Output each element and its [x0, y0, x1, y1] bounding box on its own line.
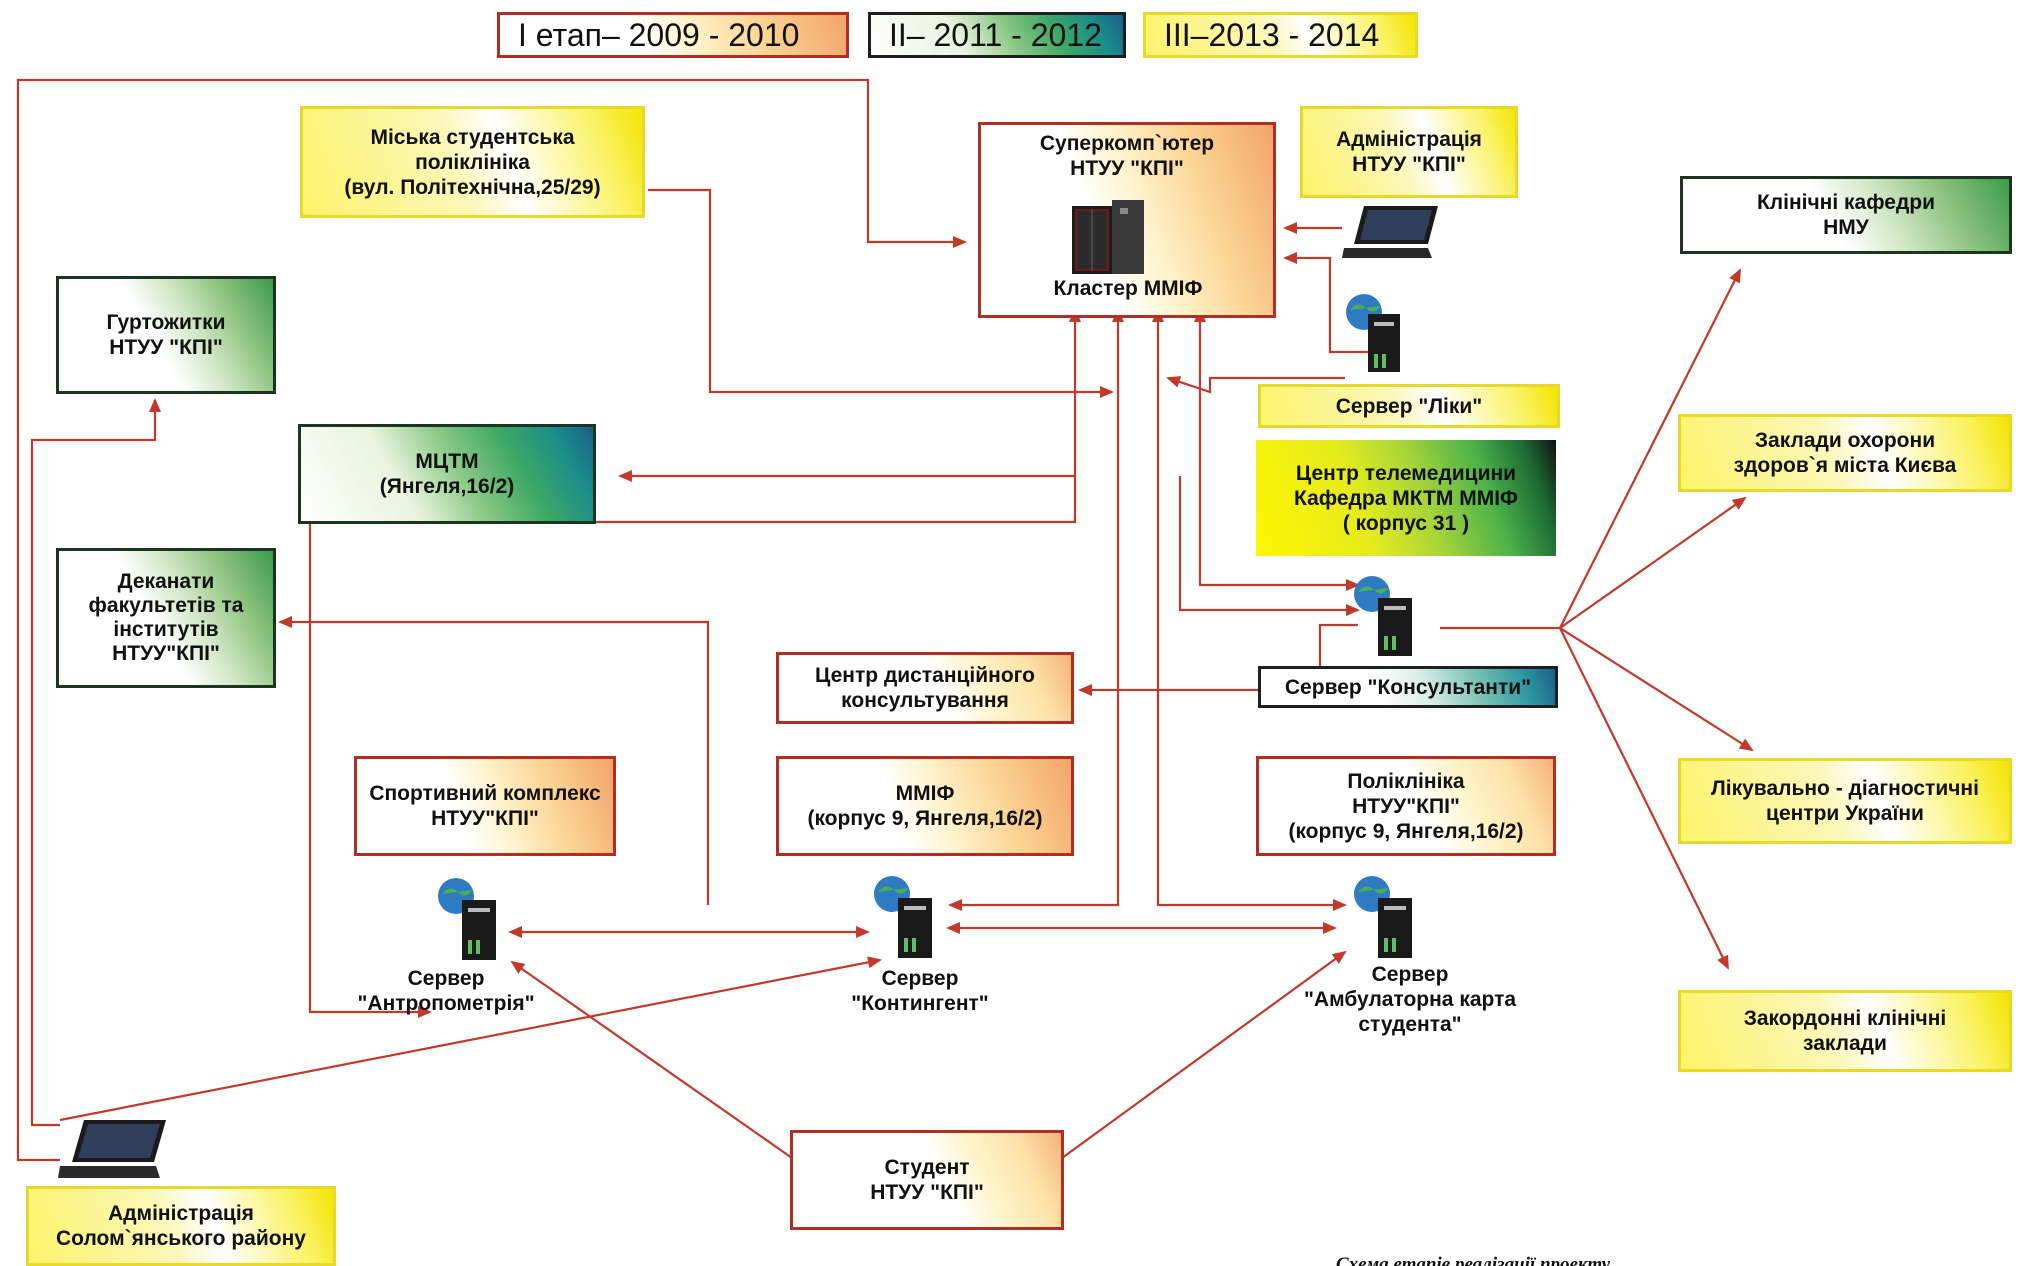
- sport-label: Спортивний комплекс НТУУ"КПІ": [369, 782, 601, 830]
- deans-box: Деканати факультетів та інститутів НТУУ"…: [56, 548, 276, 688]
- server-consult-label: Сервер "Консультанти": [1284, 675, 1532, 699]
- server-contingent-label: Сервер "Контингент": [851, 967, 989, 1015]
- legend-stage-1-label: I етап– 2009 - 2010: [518, 17, 800, 53]
- arrow-student-to-ambul: [1061, 950, 1347, 1159]
- foreign-box: Закордонні клінічні заклади: [1678, 990, 2012, 1072]
- arrow-admin-solom-to-dorms: [30, 398, 161, 1127]
- arrow-consult-to-health: [1559, 496, 1747, 629]
- admin-solom-label: Адміністрація Солом`янського району: [56, 1202, 306, 1250]
- mmif-box: ММІФ (корпус 9, Янгеля,16/2): [776, 756, 1074, 856]
- server-icon-liky: [1346, 294, 1400, 372]
- server-icon-consultants: [1354, 576, 1412, 656]
- dorms-box: Гуртожитки НТУУ "КПІ": [56, 276, 276, 394]
- distance-label: Центр дистанційного консультування: [815, 664, 1035, 712]
- server-liky-label: Сервер "Ліки": [1335, 394, 1483, 418]
- legend-stage-1: I етап– 2009 - 2010: [497, 12, 849, 58]
- arrow-consult-trunk-2: [1178, 476, 1360, 616]
- clinic-nmu-label: Клінічні кафедри НМУ: [1756, 191, 1936, 239]
- laptop-icon-admin-solom: [58, 1120, 166, 1178]
- laptop-icon-admin-kpi: [1342, 206, 1438, 258]
- arrow-mctm-line: [618, 308, 1081, 482]
- deans-label: Деканати факультетів та інститутів НТУУ"…: [88, 570, 244, 665]
- polyclinic-kpi-label: Поліклініка НТУУ"КПІ" (корпус 9, Янгеля,…: [1288, 769, 1524, 843]
- server-icon-contingent: [874, 876, 932, 958]
- telemed-label: Центр телемедицини Кафедра МКТМ ММІФ ( к…: [1294, 461, 1518, 535]
- arrow-admin-solom-to-supercomputer: [16, 78, 967, 1162]
- health-kyiv-box: Заклади охорони здоров`я міста Києва: [1678, 414, 2012, 492]
- arrow-consult-to-diag: [1559, 627, 1754, 752]
- clinic-nmu-box: Клінічні кафедри НМУ: [1680, 176, 2012, 254]
- student-box: Студент НТУУ "КПІ": [790, 1130, 1064, 1230]
- admin-solom-box: Адміністрація Солом`янського району: [26, 1186, 336, 1266]
- mctm-box: МЦТМ (Янгеля,16/2): [298, 424, 596, 524]
- arrow-contingent-to-deans: [278, 616, 710, 905]
- arrow-student-to-anthro: [510, 960, 793, 1159]
- figure-caption: Схема етапів реалізації проекту: [1336, 1254, 1611, 1266]
- telemed-box: Центр телемедицини Кафедра МКТМ ММІФ ( к…: [1256, 440, 1556, 556]
- server-ambul-label: Сервер "Амбулаторна карта студента": [1303, 963, 1517, 1036]
- polyclinic-kpi-box: Поліклініка НТУУ"КПІ" (корпус 9, Янгеля,…: [1256, 756, 1556, 856]
- supercomputer-cluster-label: Кластер ММІФ: [1053, 277, 1203, 300]
- city-polyclinic-box: Міська студентська поліклініка (вул. Пол…: [300, 106, 645, 218]
- admin-kpi-box: Адміністрація НТУУ "КПІ": [1300, 106, 1518, 198]
- diag-label: Лікувально - діагностичні центри України: [1711, 777, 1979, 825]
- legend-stage-3-label: III–2013 - 2014: [1164, 17, 1380, 53]
- supercomputer-title: Суперкомп`ютер НТУУ "КПІ": [1039, 132, 1215, 180]
- dorms-label: Гуртожитки НТУУ "КПІ": [106, 311, 226, 359]
- arrow-ambul-trunk: [1152, 308, 1347, 911]
- arrow-contingent-trunk: [948, 308, 1124, 911]
- mctm-label: МЦТМ (Янгеля,16/2): [379, 450, 515, 498]
- foreign-label: Закордонні клінічні заклади: [1743, 1007, 1947, 1055]
- legend-stage-2: II– 2011 - 2012: [868, 12, 1126, 58]
- server-liky-box: Сервер "Ліки": [1258, 384, 1560, 428]
- arrow-consult-to-foreign: [1559, 627, 1729, 970]
- legend-stage-3: III–2013 - 2014: [1143, 12, 1418, 58]
- arrow-consult-trunk: [1194, 308, 1360, 591]
- student-label: Студент НТУУ "КПІ": [870, 1156, 984, 1204]
- distance-box: Центр дистанційного консультування: [776, 652, 1074, 724]
- sport-box: Спортивний комплекс НТУУ"КПІ": [354, 756, 616, 856]
- diag-box: Лікувально - діагностичні центри України: [1678, 758, 2012, 844]
- mmif-label: ММІФ (корпус 9, Янгеля,16/2): [807, 782, 1043, 830]
- server-icon-anthropometry: [438, 878, 496, 960]
- arrow-consult-to-distance: [1078, 623, 1358, 696]
- server-icon-ambulatory: [1354, 876, 1412, 958]
- arrow-consult-to-nmu: [1559, 268, 1741, 629]
- arrow-admin-solom-to-contingent: [59, 956, 882, 1122]
- server-anthro-label: Сервер "Антропометрія": [357, 967, 535, 1015]
- admin-kpi-label: Адміністрація НТУУ "КПІ": [1336, 128, 1482, 176]
- health-kyiv-label: Заклади охорони здоров`я міста Києва: [1733, 429, 1957, 477]
- cluster-icon: [1072, 200, 1144, 274]
- city-polyclinic-label: Міська студентська поліклініка (вул. Пол…: [344, 125, 601, 199]
- legend-stage-2-label: II– 2011 - 2012: [889, 17, 1102, 53]
- server-consult-box: Сервер "Консультанти": [1258, 666, 1558, 708]
